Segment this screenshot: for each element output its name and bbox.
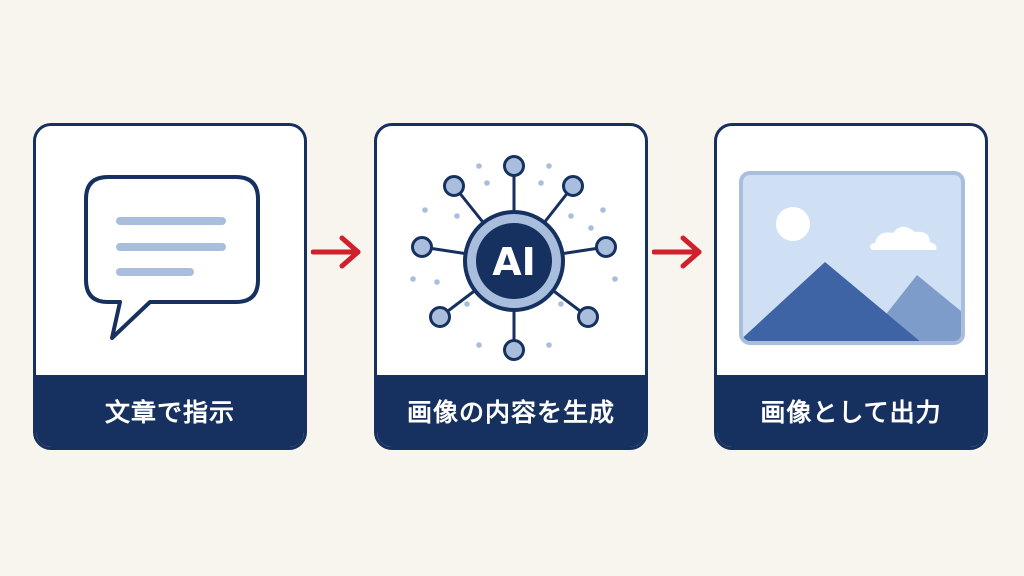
- arrow-right-icon: [311, 232, 363, 272]
- landscape-image-icon: [739, 171, 965, 345]
- step-label: 文章で指示: [36, 375, 304, 447]
- ai-badge-text: AI: [492, 240, 536, 284]
- speech-bubble-icon: [84, 175, 260, 340]
- step-card-text-instruction: 文章で指示: [33, 123, 307, 450]
- step-label: 画像として出力: [717, 375, 985, 447]
- step-label: 画像の内容を生成: [377, 375, 645, 447]
- card-illustration: [36, 126, 304, 378]
- arrow-right-icon: [652, 232, 704, 272]
- step-card-generate-content: AI 画像の内容を生成: [374, 123, 648, 450]
- card-illustration: AI: [377, 126, 645, 378]
- step-card-image-output: 画像として出力: [714, 123, 988, 450]
- ai-network-icon: AI: [410, 155, 618, 361]
- card-illustration: [717, 126, 985, 378]
